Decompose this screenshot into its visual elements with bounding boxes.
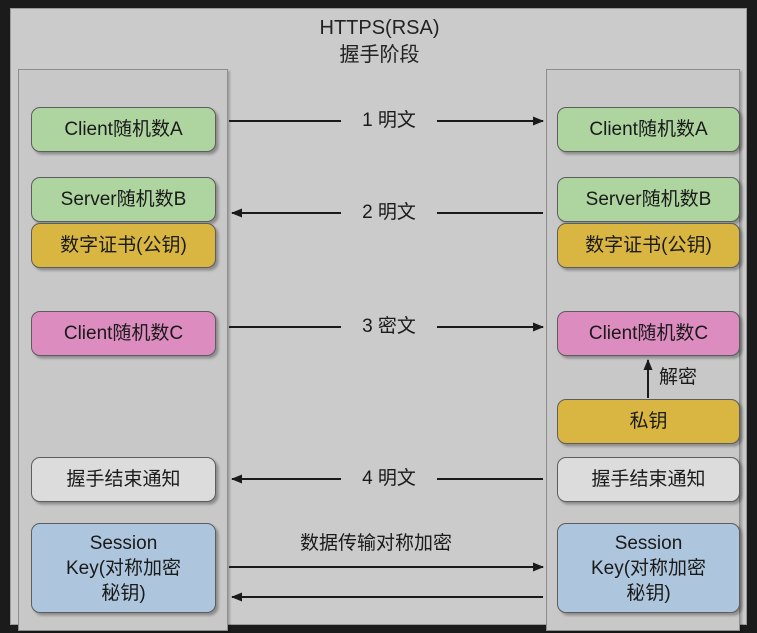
message-label-2: 2 明文 <box>341 202 437 223</box>
server-node-digital-certificate[interactable]: 数字证书(公钥) <box>557 223 740 268</box>
decrypt-label: 解密 <box>659 367 698 388</box>
message-label-3: 3 密文 <box>341 316 437 337</box>
server-node-session-key[interactable]: Session Key(对称加密 秘钥) <box>557 523 740 613</box>
client-node-server-random-b[interactable]: Server随机数B <box>31 177 216 222</box>
page-title: HTTPS(RSA) 握手阶段 <box>319 17 440 66</box>
server-node-handshake-finished[interactable]: 握手结束通知 <box>557 457 740 502</box>
client-node-handshake-finished[interactable]: 握手结束通知 <box>31 457 216 502</box>
message-label-data-transfer: 数据传输对称加密 <box>299 533 452 554</box>
server-node-client-random-a[interactable]: Client随机数A <box>557 107 740 152</box>
server-node-client-random-c[interactable]: Client随机数C <box>557 311 740 356</box>
client-node-client-random-a[interactable]: Client随机数A <box>31 107 216 152</box>
client-node-session-key[interactable]: Session Key(对称加密 秘钥) <box>31 523 216 613</box>
client-node-digital-certificate[interactable]: 数字证书(公钥) <box>31 223 216 268</box>
server-node-private-key[interactable]: 私钥 <box>557 399 740 444</box>
diagram-canvas: HTTPS(RSA) 握手阶段 Client随机数A Server随机数B 数字… <box>10 8 747 631</box>
message-label-4: 4 明文 <box>341 468 437 489</box>
server-node-server-random-b[interactable]: Server随机数B <box>557 177 740 222</box>
message-label-1: 1 明文 <box>341 110 437 131</box>
client-node-client-random-c[interactable]: Client随机数C <box>31 311 216 356</box>
